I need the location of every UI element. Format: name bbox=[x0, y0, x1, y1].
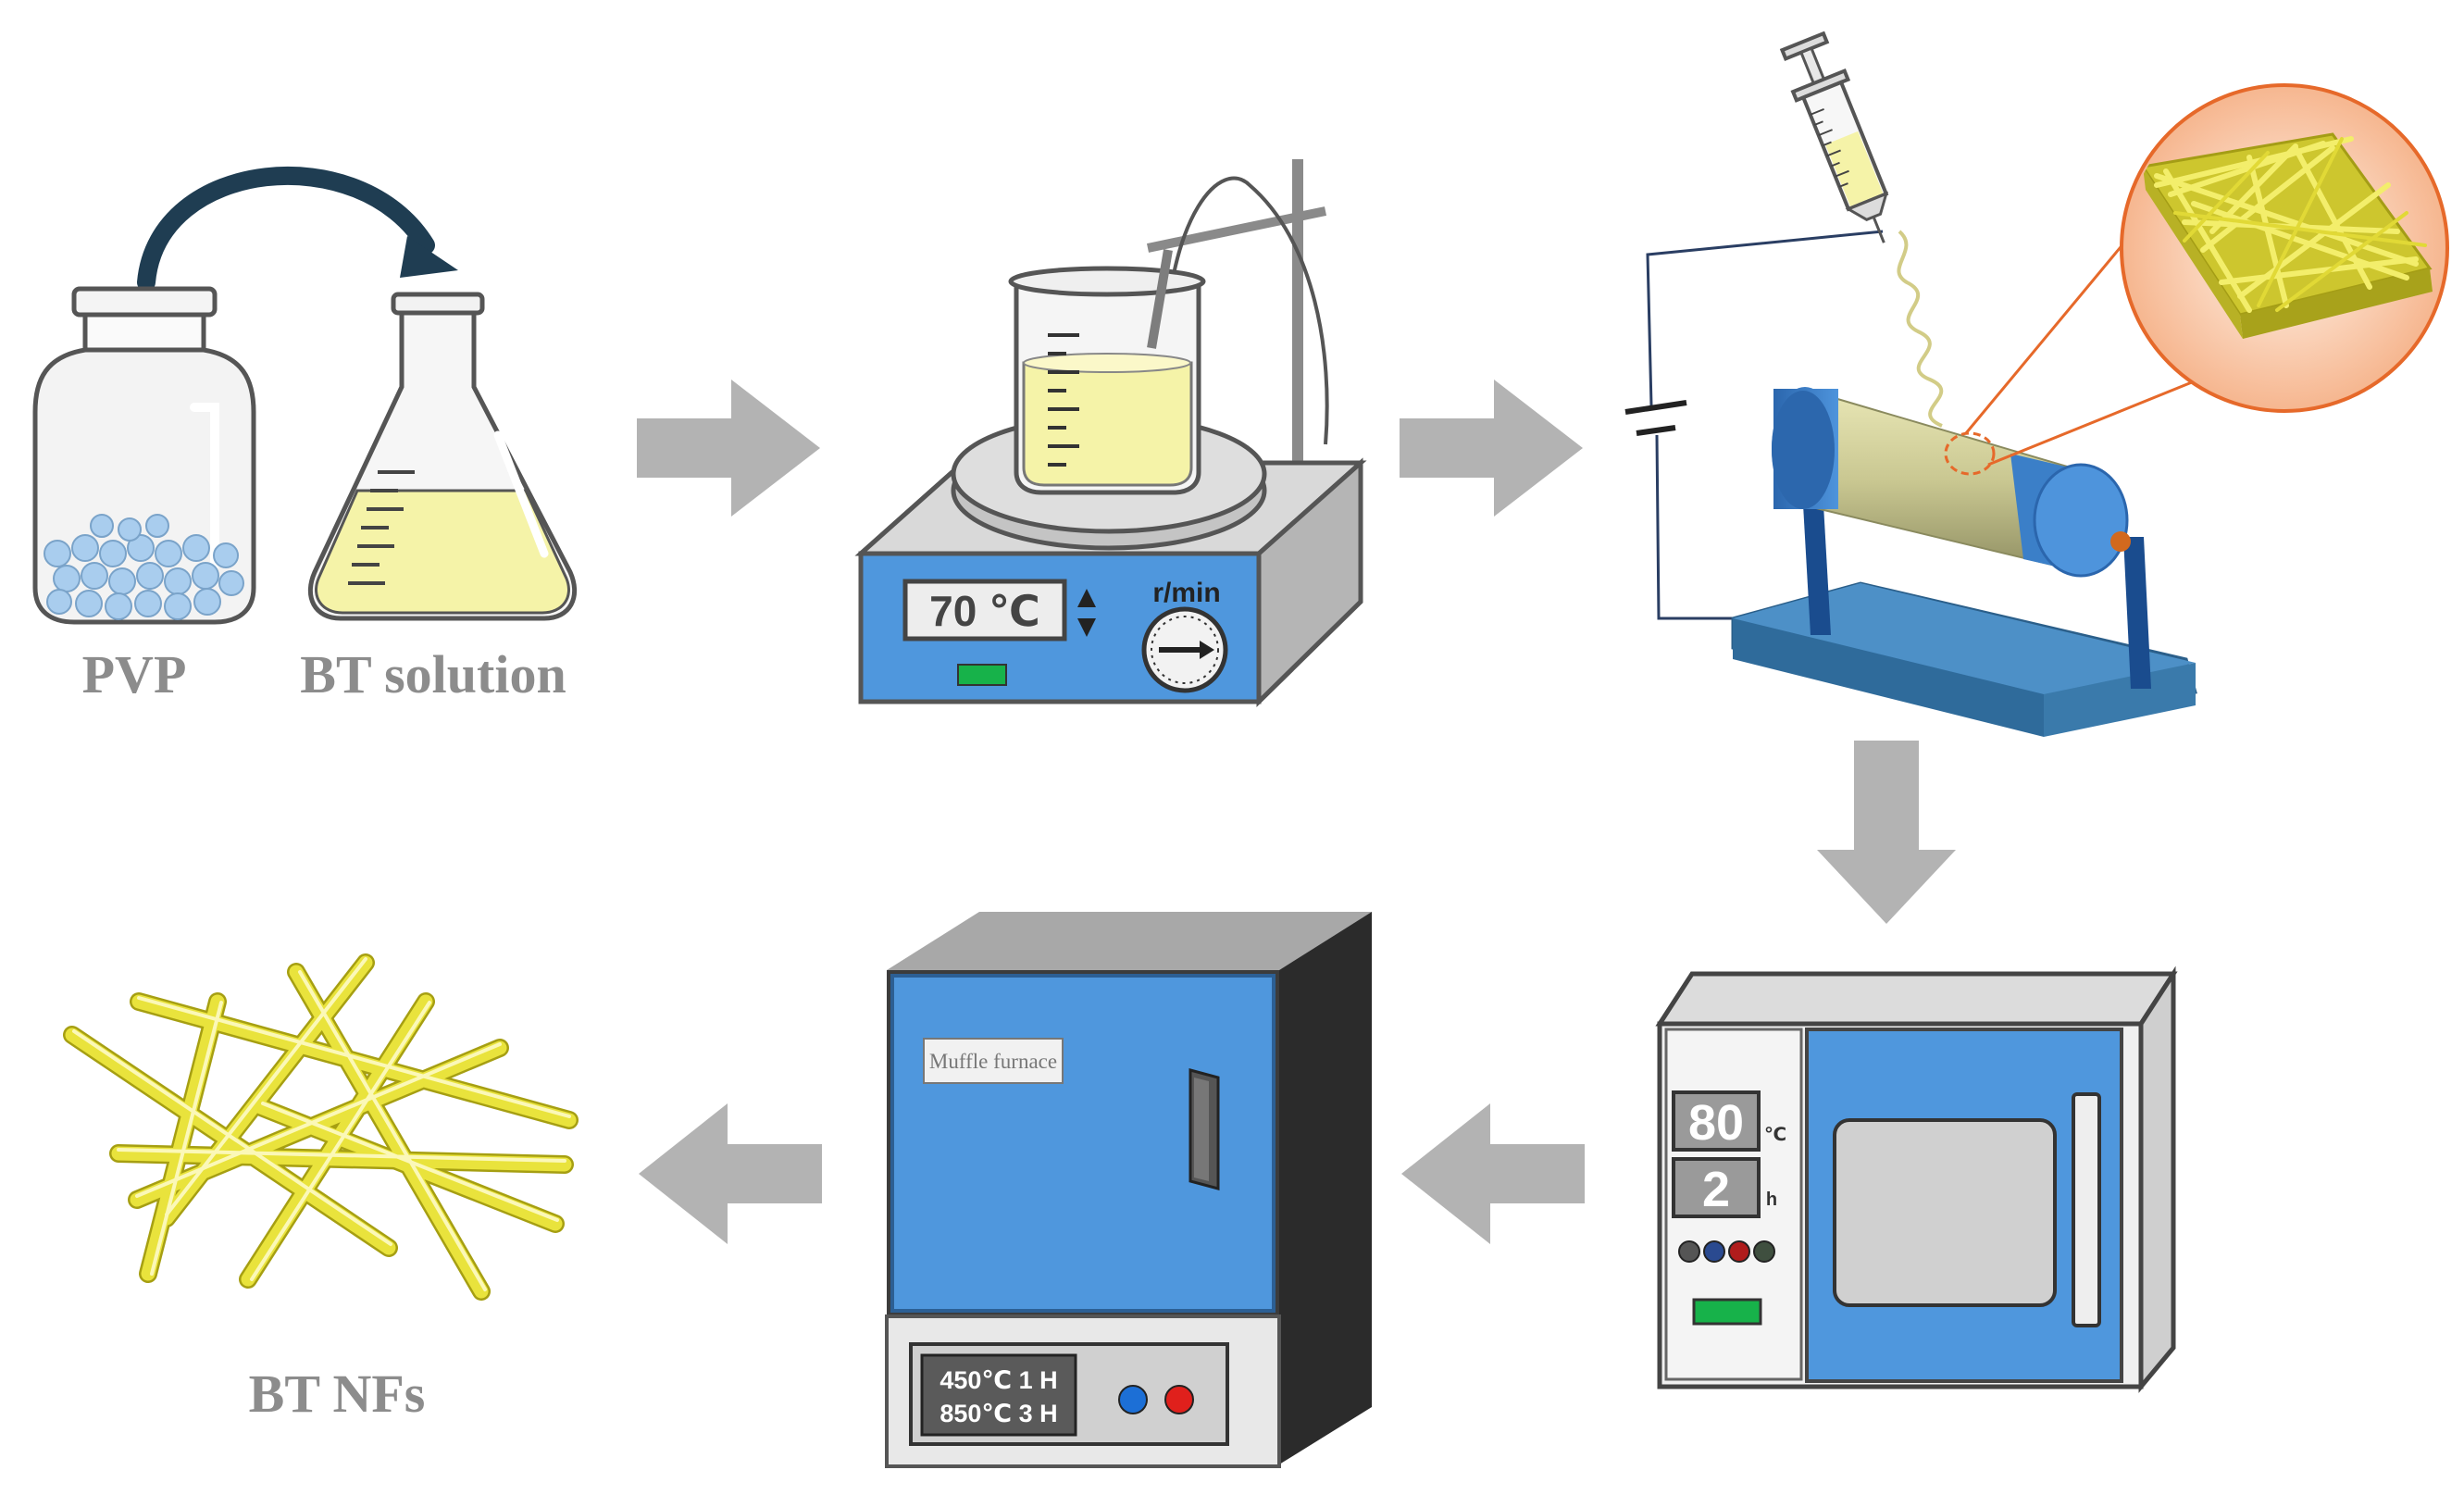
oven-handle bbox=[2072, 1092, 2101, 1327]
speed-unit-label: r/min bbox=[1152, 578, 1220, 608]
pvp-label: PVP bbox=[82, 644, 187, 704]
beaker bbox=[1008, 249, 1206, 495]
oven-time-display bbox=[1672, 1157, 1761, 1218]
electrospinning-jet bbox=[1897, 230, 1944, 428]
syringe bbox=[1779, 31, 1889, 243]
oven-temperature-display bbox=[1672, 1090, 1761, 1152]
furnace-blue-knob bbox=[1118, 1385, 1148, 1414]
step-drying: 80 ℃ 2 h bbox=[1655, 966, 2178, 1393]
bt-nanofibers bbox=[63, 953, 579, 1301]
fiber-mat-zoom bbox=[2120, 83, 2449, 413]
furnace-red-knob bbox=[1164, 1385, 1194, 1414]
arrow-calcination-to-product bbox=[639, 1103, 822, 1244]
pvp-jar bbox=[32, 286, 256, 625]
bt-nfs-label: BT NFs bbox=[249, 1364, 426, 1424]
oven-temperature-unit: ℃ bbox=[1764, 1125, 1786, 1145]
oven-window bbox=[1833, 1118, 2057, 1307]
temperature-display-text: 70 ℃ bbox=[929, 587, 1040, 635]
speed-arrow-icon bbox=[1200, 641, 1214, 659]
drum-axle bbox=[2110, 531, 2131, 552]
stirrer-indicator-light bbox=[957, 664, 1007, 686]
transfer-arrow-head bbox=[400, 236, 458, 278]
step-calcination: Muffle furnace 450℃ 1 H 850℃ 3 H bbox=[885, 912, 1372, 1468]
circuit-wire bbox=[1646, 230, 1884, 406]
oven-buttons bbox=[1678, 1240, 1775, 1263]
arrow-electrospinning-to-drying bbox=[1817, 741, 1956, 924]
beaker-solution bbox=[1022, 361, 1193, 487]
temperature-down-icon bbox=[1077, 618, 1096, 637]
temperature-up-icon bbox=[1077, 589, 1096, 607]
arrow-mixing-to-stirring bbox=[637, 380, 820, 517]
furnace-sign bbox=[923, 1038, 1064, 1084]
oven-temperature-value: 80 bbox=[1688, 1095, 1744, 1151]
oven-time-value: 2 bbox=[1702, 1162, 1730, 1217]
furnace-program-line-2: 850℃ 3 H bbox=[940, 1400, 1057, 1427]
temperature-display bbox=[902, 579, 1067, 642]
flow-arrows bbox=[637, 380, 1956, 1244]
step-stirring: 70 ℃ r/min bbox=[854, 159, 1367, 707]
bt-solution-flask bbox=[307, 292, 578, 621]
furnace-program-line-1: 450℃ 1 H bbox=[940, 1366, 1057, 1394]
oven-time-unit: h bbox=[1766, 1190, 1777, 1210]
bt-solution-label: BT solution bbox=[300, 644, 566, 704]
oven-indicator-light bbox=[1692, 1298, 1762, 1326]
arrow-drying-to-calcination bbox=[1401, 1103, 1585, 1244]
drum-collector bbox=[1772, 387, 2131, 578]
arrow-stirring-to-electrospinning bbox=[1400, 380, 1583, 517]
power-source-icon bbox=[1624, 400, 1687, 436]
pvp-pellets bbox=[44, 514, 244, 620]
furnace-sign-text: Muffle furnace bbox=[929, 1050, 1057, 1073]
transfer-arrow bbox=[137, 166, 435, 292]
step-mixing: PVP BT solution bbox=[32, 166, 578, 704]
step-electrospinning bbox=[1624, 31, 2449, 737]
step-product: BT NFs bbox=[63, 953, 579, 1424]
